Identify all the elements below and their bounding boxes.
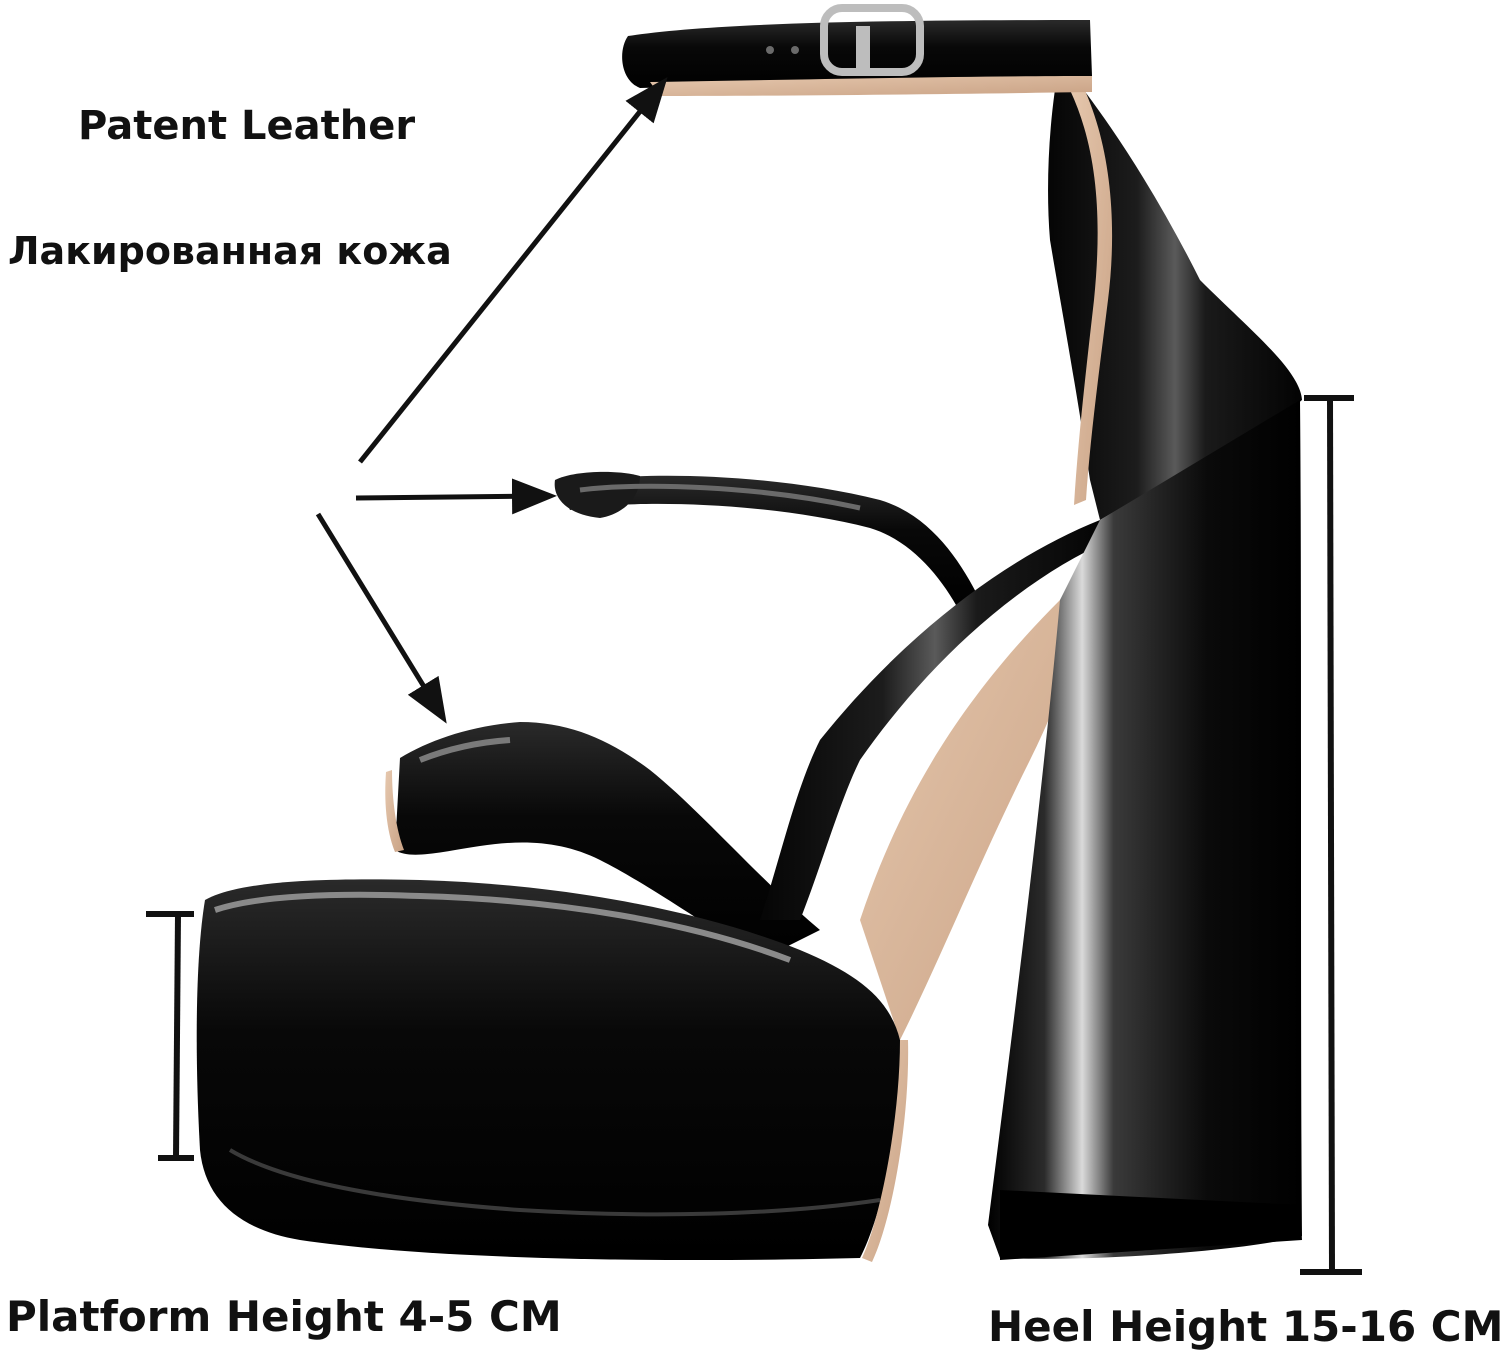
dimension-bar-icon — [1300, 398, 1362, 1272]
block-heel — [988, 400, 1302, 1260]
dimension-bar-icon — [146, 914, 194, 1158]
middle-strap — [555, 472, 980, 612]
platform-height-label: Platform Height 4-5 CM — [6, 1296, 562, 1338]
arrow-icon — [318, 514, 442, 716]
annotation-arrows — [318, 84, 662, 716]
material-label-en: Patent Leather — [78, 106, 415, 146]
material-label-ru: Лакированная кожа — [8, 232, 452, 270]
arrow-icon — [356, 496, 548, 498]
heel-height-label: Heel Height 15-16 CM — [988, 1306, 1500, 1348]
